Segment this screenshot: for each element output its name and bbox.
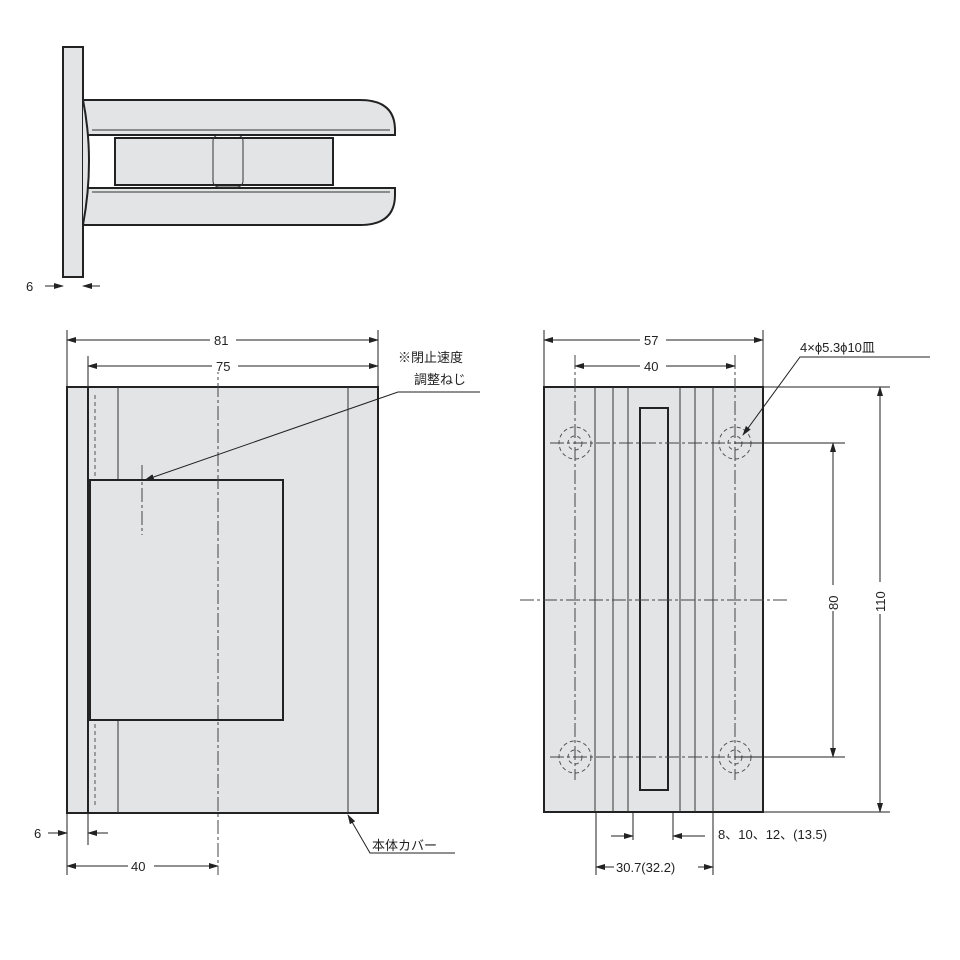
wall-plate (62, 46, 84, 278)
dim-80: 80 (826, 596, 841, 610)
dim-75: 75 (216, 359, 230, 374)
dim-wall-top: 6 (26, 279, 33, 294)
hole-spec: 4×ϕ5.3ϕ10皿 (800, 340, 875, 355)
lower-clamp (82, 187, 396, 226)
door-cover (89, 479, 284, 721)
mounting-holes (550, 355, 760, 780)
wall-strip (66, 386, 89, 814)
body-curve (82, 99, 90, 226)
dim-81: 81 (214, 333, 228, 348)
upper-clamp (82, 99, 396, 136)
dim-6: 6 (34, 826, 41, 841)
cover-label: 本体カバー (372, 838, 437, 853)
dim-40-front: 40 (131, 859, 145, 874)
glass-slot (639, 407, 669, 791)
dim-depth: 30.7(32.2) (616, 860, 675, 875)
dim-110: 110 (873, 591, 888, 612)
side-view: 57 40 4×ϕ5.3ϕ10皿 80 110 8、10、12、(13.5) 3… (520, 330, 930, 875)
pivot (212, 134, 244, 188)
dim-40-side: 40 (644, 359, 658, 374)
top-view: 6 (26, 46, 396, 294)
note-line1: ※閉止速度 (398, 350, 463, 365)
inner-block (114, 137, 334, 186)
glass-thickness: 8、10、12、(13.5) (718, 827, 827, 842)
note-line2: 調整ねじ (414, 372, 466, 387)
dim-57: 57 (644, 333, 658, 348)
front-view: 81 75 6 40 ※閉止速度 調整ねじ 本体カバー (34, 330, 480, 875)
